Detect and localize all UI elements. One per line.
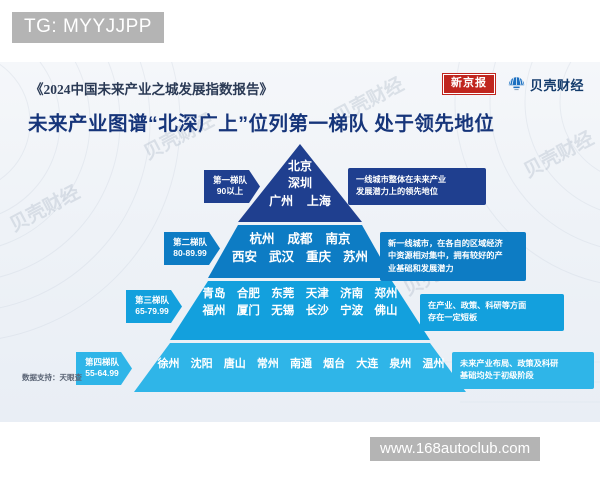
- tier-2-note: 新一线城市，在各自的区域经济 中资源相对集中，拥有较好的产 业基础和发展潜力: [380, 232, 526, 281]
- tier-2-city: 西安: [232, 250, 258, 265]
- tier-1-city-row: 北京: [287, 159, 312, 173]
- beikecaijing-label: 贝壳财经: [529, 77, 584, 93]
- page-title: 未来产业图谱“北深广上”位列第一梯队 处于领先地位: [28, 113, 495, 135]
- tier-1-city: 广州: [269, 193, 294, 208]
- tier-3-badge-score: 65-79.99: [135, 306, 169, 317]
- tier-3-city: 东莞: [271, 288, 295, 300]
- tier-3-city: 厦门: [236, 304, 260, 317]
- tier-3-city-row: 福州 厦门 无锡 长沙 宁波 佛山: [178, 303, 422, 320]
- tier-3-city: 福州: [202, 304, 226, 317]
- tier-3-city: 宁波: [340, 304, 364, 317]
- tier-3-city: 合肥: [236, 288, 260, 300]
- tier-3-city: 长沙: [305, 304, 329, 317]
- shell-fan-icon: [508, 76, 525, 90]
- tier-3-band: [170, 281, 430, 340]
- tier-4-city: 南通: [290, 358, 312, 370]
- report-subtitle: 《2024中国未来产业之城发展指数报告》: [30, 82, 273, 97]
- tier-4-city: 温州: [422, 358, 445, 370]
- tier-4-city: 泉州: [389, 358, 412, 370]
- tier-4-badge-label: 第四梯队: [85, 357, 120, 367]
- tier-3-badge: 第三梯队 65-79.99: [126, 290, 182, 323]
- tier-4-cities: 徐州 沈阳 唐山 常州 南通 烟台 大连 泉州 温州: [146, 357, 456, 373]
- xinjingbao-logo: 新京报: [442, 74, 495, 94]
- pyramid-chart: 北京 深圳 广州 上海 杭州 成都 南京 西安: [0, 144, 600, 404]
- tier-4-badge: 第四梯队 55-64.99: [76, 352, 132, 385]
- tier-1-city: 上海: [306, 193, 331, 208]
- data-source-note: 数据支持：天眼查: [22, 373, 82, 382]
- tier-3-cities: 青岛 合肥 东莞 天津 济南 郑州 福州 厦门 无: [178, 286, 422, 319]
- tier-2-city: 武汉: [269, 250, 295, 265]
- tier-4-city-row: 徐州 沈阳 唐山 常州 南通 烟台 大连 泉州 温州: [146, 357, 456, 373]
- tier-1-cities: 北京 深圳 广州 上海: [238, 158, 362, 210]
- tier-2-badge-label: 第二梯队: [173, 237, 208, 247]
- tier-1-city-row: 广州 上海: [238, 193, 362, 210]
- tier-4-city: 沈阳: [190, 358, 213, 370]
- tier-1-band: [238, 144, 362, 222]
- tier-2-city: 苏州: [342, 250, 368, 265]
- tier-3-badge-label: 第三梯队: [135, 295, 170, 305]
- tier-2-band: [208, 225, 392, 278]
- tier-3-city: 佛山: [374, 304, 398, 317]
- tier-2-city-row: 西安 武汉 重庆 苏州: [208, 248, 392, 266]
- tier-2-badge: 第二梯队 80-89.99: [164, 232, 220, 265]
- tier-3-note: 在产业、政策、科研等方面 存在一定短板: [420, 294, 564, 331]
- tier-4-city: 常州: [256, 358, 279, 370]
- tier-4-band: [134, 343, 466, 392]
- tier-2-city: 成都: [287, 232, 313, 246]
- tier-1-note: 一线城市整体在未来产业 发展潜力上的领先地位: [348, 168, 486, 205]
- tier-3-city: 郑州: [374, 288, 398, 300]
- tier-2-cities: 杭州 成都 南京 西安 武汉 重庆 苏州: [208, 230, 392, 266]
- pyramid-shapes: [134, 144, 466, 392]
- tier-3-city-row: 青岛 合肥 东莞 天津 济南 郑州: [178, 286, 422, 303]
- tier-2-city: 重庆: [305, 250, 331, 265]
- tier-1-badge: 第一梯队 90以上: [204, 170, 260, 203]
- tier-3-city: 青岛: [202, 288, 226, 300]
- tier-2-city: 南京: [325, 232, 351, 246]
- tier-2-badge-score: 80-89.99: [173, 248, 207, 259]
- tier-4-city: 烟台: [323, 358, 346, 370]
- tier-1-badge-label: 第一梯队: [213, 175, 248, 185]
- tier-2-city-row: 杭州 成都 南京: [208, 230, 392, 248]
- tier-4-badge-score: 55-64.99: [85, 368, 119, 379]
- tier-3-city: 济南: [340, 288, 364, 300]
- tg-tag-overlay: TG: MYYJJPP: [12, 12, 164, 43]
- tier-3-city: 天津: [305, 288, 329, 300]
- tier-4-city: 大连: [356, 358, 379, 370]
- infographic-poster: 贝壳财经 贝壳财经 贝壳财经 贝壳财经 贝壳财经 贝壳财经 《2024中国未来产…: [0, 62, 600, 422]
- tier-4-note: 未来产业布局、政策及科研 基础均处于初级阶段: [452, 352, 594, 389]
- beikecaijing-logo: 贝壳财经: [507, 75, 584, 94]
- tier-1-badge-score: 90以上: [216, 186, 244, 197]
- logo-group: 新京报 贝壳财经: [442, 74, 584, 94]
- tier-3-city: 无锡: [271, 304, 295, 317]
- tier-2-city: 杭州: [249, 232, 275, 246]
- site-watermark: www.168autoclub.com: [370, 437, 541, 461]
- tier-4-city: 唐山: [223, 358, 246, 370]
- tier-1-city-row: 深圳: [287, 176, 312, 191]
- tier-4-city: 徐州: [157, 358, 180, 370]
